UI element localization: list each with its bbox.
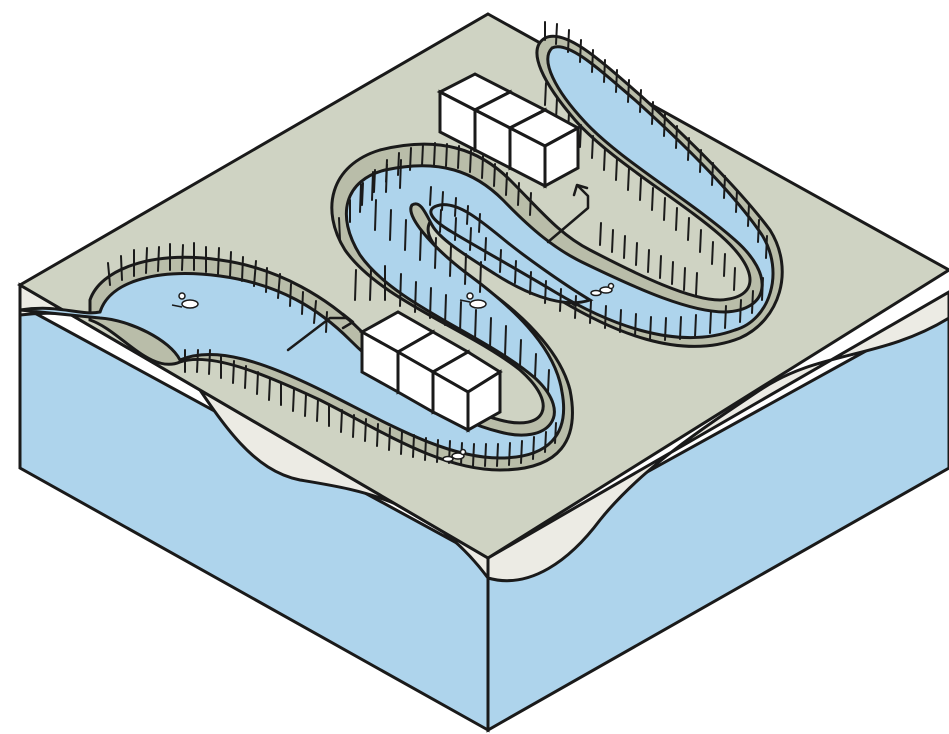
waterfowl [171, 282, 615, 463]
river-channel [19, 45, 775, 460]
building-cube [429, 350, 503, 433]
flow-arrow [546, 184, 590, 244]
duck-icon [171, 292, 199, 309]
duck-icon [590, 282, 615, 297]
right-side-water-face [486, 303, 949, 733]
flow-arrow-lower [286, 312, 355, 352]
right-cut-band [486, 290, 949, 583]
flow-arrow-upper [546, 183, 590, 244]
duck-icon [459, 292, 487, 309]
duck-icon [442, 448, 467, 463]
building-cluster-upper [436, 72, 582, 189]
building-cluster-lower [358, 310, 503, 433]
building-cube [506, 108, 582, 189]
